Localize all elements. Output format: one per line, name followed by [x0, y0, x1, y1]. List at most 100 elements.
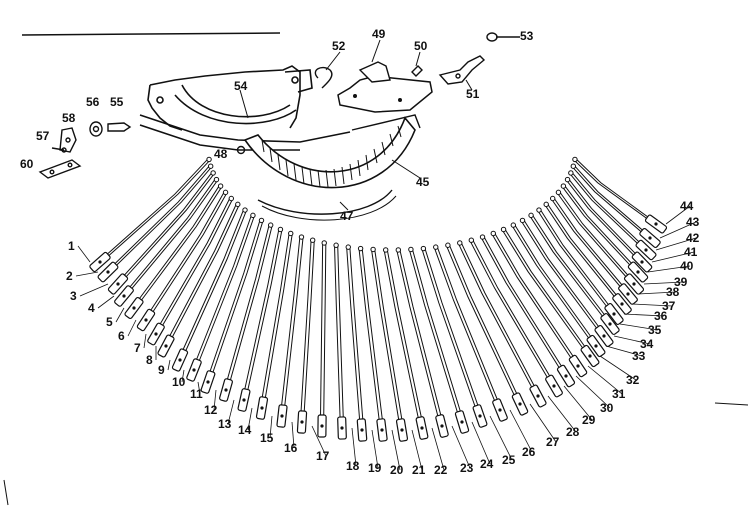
label-48: 48 [214, 147, 228, 161]
label-typebar-42: 42 [686, 231, 700, 245]
label-typebar-8: 8 [146, 353, 153, 367]
link-51 [438, 55, 486, 85]
typebar-31 [490, 230, 588, 378]
leader-line [143, 333, 147, 349]
label-typebar-16: 16 [284, 441, 298, 455]
leader-line [97, 295, 115, 309]
label-typebar-1: 1 [68, 239, 75, 253]
typebar-42 [568, 170, 657, 261]
leader-line [127, 319, 137, 337]
leader-line [575, 375, 611, 409]
segment-carrier [139, 65, 351, 151]
typebar-41 [564, 176, 653, 273]
label-typebar-37: 37 [662, 299, 676, 313]
leader-line [269, 415, 273, 439]
label-typebar-23: 23 [460, 461, 474, 475]
label-typebar-33: 33 [632, 349, 646, 363]
leader-line [431, 427, 445, 471]
label-typebar-12: 12 [204, 403, 218, 417]
leader-line [655, 237, 697, 251]
label-56: 56 [86, 95, 100, 109]
typebar-8 [157, 201, 241, 358]
leader-line [489, 415, 513, 461]
label-typebar-40: 40 [680, 259, 694, 273]
label-typebar-19: 19 [368, 461, 382, 475]
label-typebar-24: 24 [480, 457, 494, 471]
leader-line [623, 313, 665, 317]
label-typebar-31: 31 [612, 387, 626, 401]
leader-line [213, 389, 217, 411]
label-typebar-29: 29 [582, 413, 596, 427]
label-typebar-5: 5 [106, 315, 113, 329]
label-typebar-3: 3 [70, 289, 77, 303]
label-typebar-25: 25 [502, 453, 516, 467]
typebar-9 [171, 207, 248, 372]
typebar-34 [519, 217, 614, 348]
label-49: 49 [372, 27, 386, 41]
typebar-44 [572, 156, 668, 234]
spring-52 [314, 66, 333, 89]
typebar-28 [457, 240, 547, 408]
clip-50 [411, 65, 423, 77]
pin-55 [107, 122, 132, 132]
leader-line [311, 425, 327, 457]
label-60: 60 [20, 157, 34, 171]
label-typebar-18: 18 [346, 459, 360, 473]
leader-line [115, 307, 125, 323]
typebar-11 [200, 217, 265, 394]
leader-line [291, 421, 295, 449]
leader-line [509, 409, 533, 453]
typebar-18 [333, 242, 347, 440]
label-typebar-43: 43 [686, 215, 700, 229]
typebar-35 [528, 212, 620, 335]
label-47: 47 [340, 209, 354, 223]
typebar-13 [237, 226, 284, 412]
typebar-37 [543, 201, 632, 315]
typebar-2 [97, 163, 214, 283]
leader-line [643, 281, 685, 285]
link-60 [38, 159, 82, 179]
label-typebar-2: 2 [66, 269, 73, 283]
label-typebar-32: 32 [626, 373, 640, 387]
bushing-56 [89, 121, 103, 137]
washer-48 [236, 145, 246, 155]
leader-line [391, 429, 401, 471]
border-line-left [3, 479, 9, 506]
leader-line [637, 291, 677, 295]
leader-line [647, 265, 691, 273]
label-57: 57 [36, 129, 50, 143]
typebar-12 [219, 222, 274, 402]
leader-line [371, 429, 379, 469]
label-typebar-30: 30 [600, 401, 614, 415]
leader-line [631, 303, 673, 307]
label-typebar-28: 28 [566, 425, 580, 439]
typebar-6 [136, 189, 229, 332]
typebar-fan [89, 156, 668, 442]
typebar-36 [536, 207, 624, 325]
label-typebar-6: 6 [118, 329, 125, 343]
typebar-22 [382, 247, 429, 440]
typebar-24 [408, 246, 470, 434]
leader-line [613, 335, 651, 345]
typebar-29 [468, 237, 563, 398]
leader-line [167, 359, 171, 371]
label-typebar-13: 13 [218, 417, 232, 431]
typebar-23 [395, 247, 449, 438]
leader-line [659, 221, 697, 239]
typebar-40 [560, 183, 649, 283]
label-typebar-11: 11 [190, 387, 203, 401]
typebar-38 [549, 195, 638, 305]
label-typebar-20: 20 [390, 463, 404, 477]
leader-line [197, 381, 201, 395]
label-58: 58 [62, 111, 76, 125]
typebar-33 [510, 222, 606, 358]
border-line-top [21, 32, 281, 36]
leader-line [471, 421, 491, 465]
leader-line [619, 323, 659, 331]
leader-line [651, 251, 695, 263]
part-labels: 49 50 52 53 51 54 56 55 58 57 60 48 45 4… [20, 27, 700, 477]
label-typebar-14: 14 [238, 423, 252, 437]
label-typebar-9: 9 [158, 363, 165, 377]
label-45: 45 [416, 175, 430, 189]
